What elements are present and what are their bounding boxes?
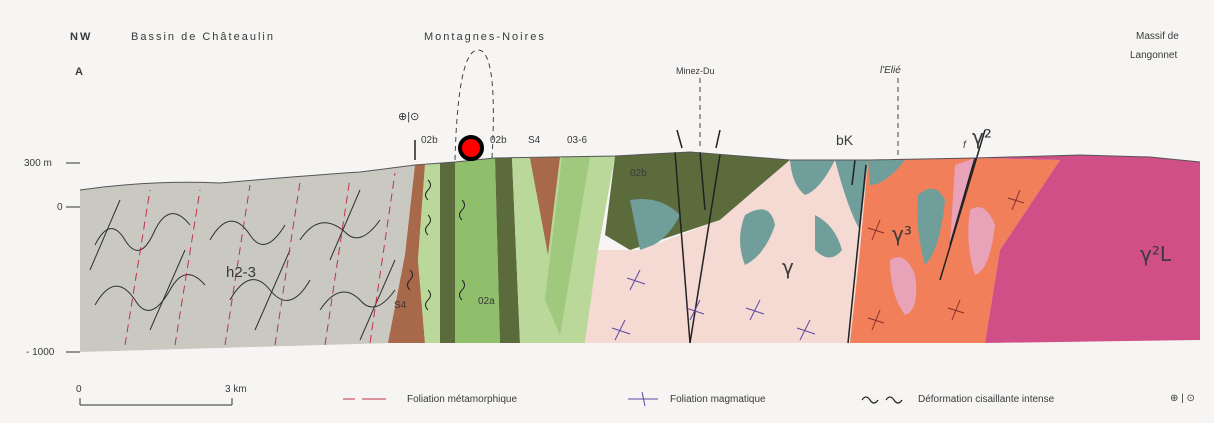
unit-label-f: f xyxy=(963,140,966,151)
legend-magmatic-foliation: Foliation magmatique xyxy=(670,394,766,405)
unit-label-o2a: 02a xyxy=(478,296,495,307)
unit-label-gamma: γ xyxy=(782,255,794,279)
unit-label-bk: bK xyxy=(836,132,853,148)
unit-label-o2b-left: 02b xyxy=(421,135,438,146)
unit-label-gamma-l2: γ²L xyxy=(1140,242,1171,266)
unit-label-o2b-right: 02b xyxy=(630,168,647,179)
unit-label-h2-3: h2-3 xyxy=(226,264,256,281)
unit-label-gamma3: γ³ xyxy=(892,222,912,246)
scale-three-km: 3 km xyxy=(225,384,247,395)
location-marker xyxy=(460,137,482,159)
legend-shear-deformation: Déformation cisaillante intense xyxy=(918,394,1054,405)
svg-text:⊕|⊙: ⊕|⊙ xyxy=(398,111,419,123)
unit-h2-3-area xyxy=(80,165,415,352)
unit-label-s4-top: S4 xyxy=(528,135,540,146)
legend-shear-sense-symbol: ⊕ | ⊙ xyxy=(1170,393,1195,404)
unit-label-o2b-mid: 02b xyxy=(490,135,507,146)
unit-o2a-area xyxy=(455,158,500,343)
unit-label-s4-low: S4 xyxy=(394,300,406,311)
scale-zero: 0 xyxy=(76,384,82,395)
unit-label-gamma2: γ² xyxy=(972,125,992,149)
unit-label-o3-6: 03-6 xyxy=(567,135,587,146)
legend-metamorphic-foliation: Foliation métamorphique xyxy=(407,394,517,405)
